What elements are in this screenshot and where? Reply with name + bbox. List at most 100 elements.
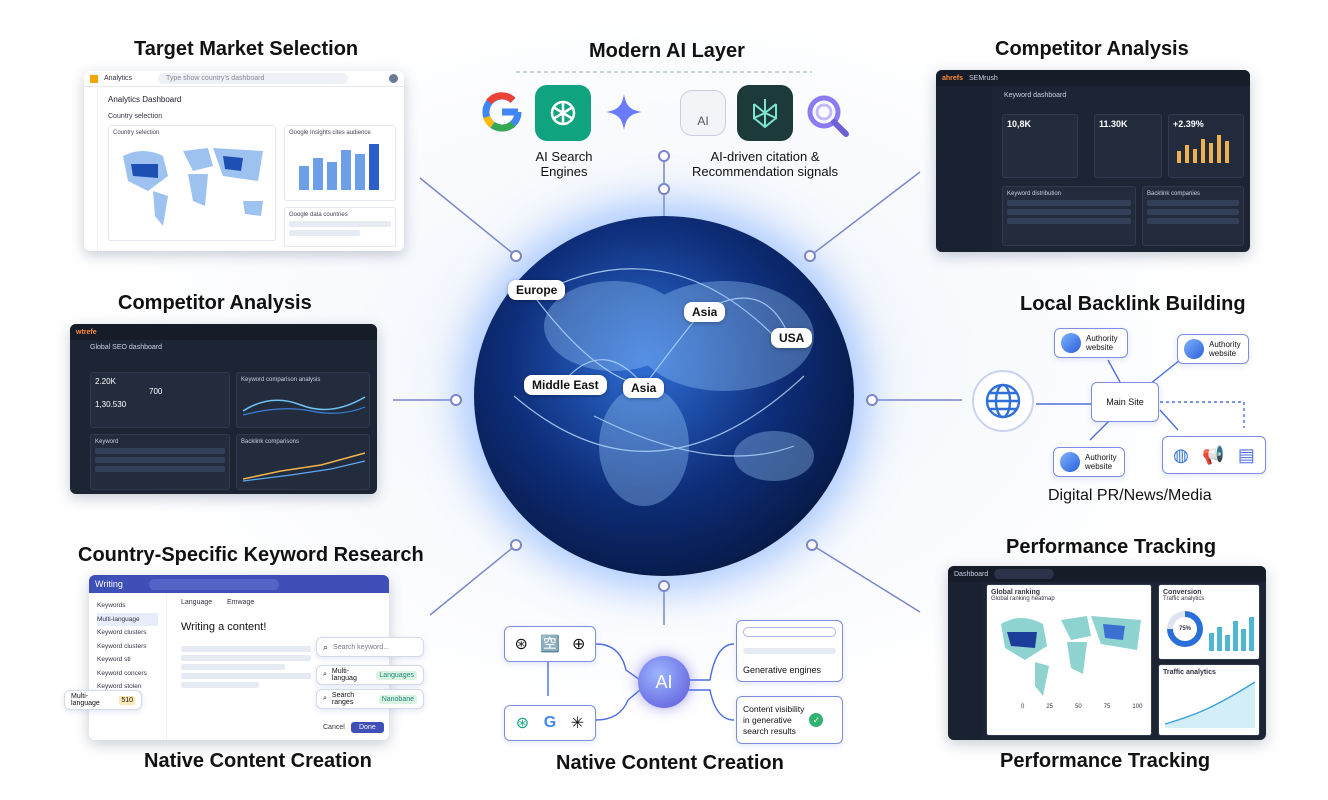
check-icon: ✓ [809,713,824,727]
ahrefs-metric-2-value: 11.30K [1099,119,1128,129]
nav-item-4[interactable]: Keyword sti [97,656,131,663]
magnifier-icon [800,88,856,144]
done-button[interactable]: Done [351,722,384,733]
analytics-chart-card: Google Insights cites audience [284,125,396,201]
analytics-topbar: Analytics Type show country’s dashboard [84,71,404,87]
perf-topbar: Dashboard [948,566,1266,582]
search-icon-2: ⌕ [323,671,327,678]
generative-engines-box: Generative engines [736,620,843,682]
perf-traffic-chart [1164,681,1256,728]
perf-panel: Dashboard Global ranking Global ranking … [948,566,1266,740]
cancel-button[interactable]: Cancel [323,724,345,731]
ahrefs-tab[interactable]: SEMrush [969,74,998,82]
perf-conv-sub: Traffic analytics [1163,596,1205,602]
main-site: Main Site [1091,382,1159,422]
ahrefs-metric-1-value: 10,8K [1007,119,1032,129]
heading-ai-layer: Modern AI Layer [589,40,745,62]
perf-bars [1209,617,1254,651]
generative-engines-label: Generative engines [743,665,822,675]
ahrefs-bars [1177,135,1229,163]
nav-item-5[interactable]: Keyword concers [97,669,147,677]
google-small-icon: G [543,714,557,731]
search-keyword-text: Search keyword... [333,643,390,651]
left-pill-label: Multi-language [71,693,100,707]
google-g-icon [474,84,530,140]
nav-item-2[interactable]: Keyword clusters [97,629,147,636]
world-map [123,148,263,226]
translate-icon: 🈳 [540,636,560,653]
wtrefe-value-3: 1,30.530 [95,400,127,409]
wtrefe-dashboard-title: Global SEO dashboard [90,344,162,351]
backlink-globe-icon [972,370,1034,432]
wtrefe-brand: wtrefe [76,328,97,336]
connector-node-bottom [658,580,670,592]
analytics-bar-chart [299,144,379,190]
nav-item-3[interactable]: Keyword clusters [97,642,147,650]
analytics-chart-title: Google Insights cites audience [289,130,371,136]
ai-circle: AI [638,656,690,708]
ahrefs-table-1: Keyword distribution [1002,186,1136,246]
connector-node-bl [510,539,522,551]
ahrefs-table-2-title: Backlink companies [1147,191,1201,197]
wtrefe-chart2-title: Backlink comparisons [241,439,300,445]
nav-item-1[interactable]: Multi-language [97,612,158,626]
analytics-panel: Analytics Type show country’s dashboard … [84,71,404,251]
backlink-arrows [1036,359,1245,441]
search-icon: ⌕ [323,641,329,652]
pill2-tag: Nanobane [378,694,417,704]
web-icon: ◍ [1173,444,1189,465]
pill2-label: Search ranges [331,692,355,706]
ahrefs-dashboard-title: Keyword dashboard [1004,92,1067,99]
native-ai-tools-bottom: ⊛ G ✳ [504,705,596,741]
globe-label-asia-2: Asia [623,378,665,398]
wtrefe-topbar: wtrefe [70,324,377,340]
wtrefe-line-chart [242,396,366,416]
writing-nav: Keywords Multi-language Keyword clusters… [89,593,167,740]
writing-body-lines [181,643,311,691]
writing-panel: Writing Keywords Multi-language Keyword … [89,575,389,740]
connector-node-top [658,150,670,162]
wtrefe-chart-title: Keyword comparison analysis [241,377,321,383]
analytics-logo-icon [90,74,98,83]
perf-conversion-card: Conversion Traffic analytics 75% [1158,584,1260,660]
analytics-app-name: Analytics [104,75,133,82]
perf-conv-title: Conversion [1163,589,1202,596]
analytics-sidebar [84,87,98,251]
avatar[interactable] [389,74,398,83]
perf-search-input[interactable] [994,569,1055,579]
chatgpt-icon [535,85,591,141]
nav-item-0[interactable]: Keywords [97,602,126,609]
writing-search-input[interactable] [148,578,279,590]
ai-circle-label: AI [655,671,673,692]
wtrefe-table-title: Keyword [95,439,119,445]
wtrefe-chart-card: Keyword comparison analysis [236,372,370,428]
analytics-bottom-title: Google data countries [289,212,348,218]
wtrefe-value-1: 2.20K [95,377,116,386]
tab-language[interactable]: Language [181,599,213,606]
nav-item-6[interactable]: Keyword stolen [97,683,142,690]
authority-3-icon [1060,452,1080,472]
content-visibility-label: Content visibility in generative search … [743,703,805,736]
perf-heatmap [1001,616,1141,696]
content-visibility-box: Content visibility in generative search … [736,696,843,744]
search-keyword-field[interactable]: ⌕ Search keyword... [316,637,424,657]
gemini-sparkle-icon [596,84,652,140]
writing-app-name: Writing [95,579,123,589]
ahrefs-metric-3-value: +2.39% [1173,119,1204,129]
pill1-tag: Languages [376,670,417,680]
globe-label-usa: USA [771,328,813,348]
analytics-map-card: Country selection [108,125,276,241]
analytics-search-input[interactable]: Type show country’s dashboard [158,73,349,84]
heading-keyword: Country-Specific Keyword Research [78,544,424,566]
ahrefs-metric-2b: 11.30K [1094,114,1162,178]
tab-emwage[interactable]: Emwage [227,599,255,606]
globe-label-middle-east: Middle East [524,375,607,395]
perf-axis-0: 0 [1021,704,1025,710]
ahrefs-metric-1: 10,8K [1002,114,1078,178]
analytics-section-title: Country selection [108,113,163,120]
